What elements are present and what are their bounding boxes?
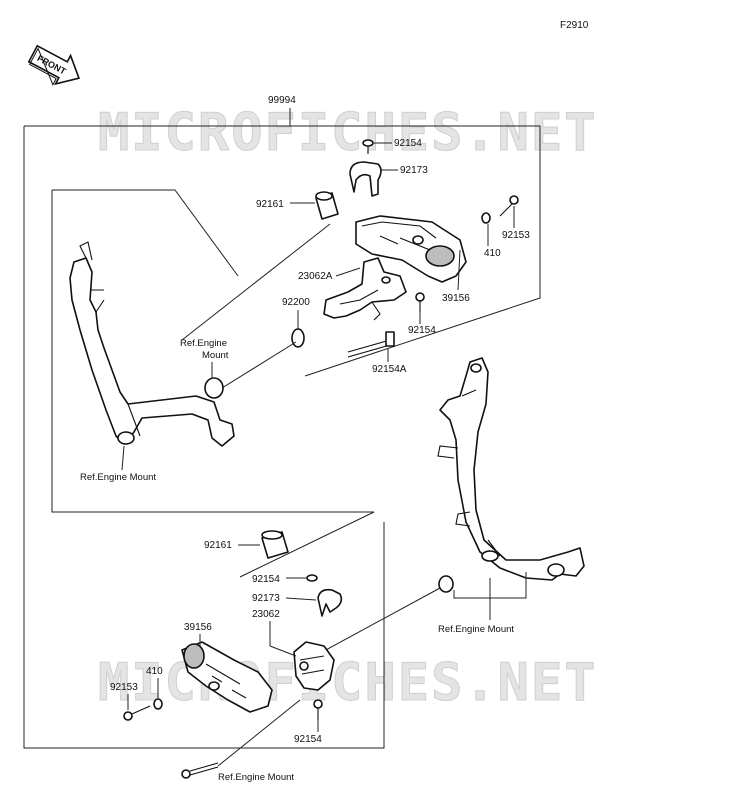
leader-lower-23062-b <box>269 645 297 657</box>
leader-lower-ref-right-b <box>490 572 527 599</box>
upper-bolt-92153 <box>499 195 519 217</box>
lower-ref-mount-bushing <box>438 575 454 593</box>
lower-screw-92154 <box>306 574 318 582</box>
label-lower-410: 410 <box>146 666 163 677</box>
axis-upper-spacer <box>181 223 331 341</box>
lower-spacer-92161 <box>261 530 289 559</box>
leader-lower-ref-right-a <box>453 578 491 599</box>
leader-upper-39156 <box>457 249 461 291</box>
lower-bolt-92154 <box>313 699 323 720</box>
lower-clamp-92173 <box>317 588 343 617</box>
lower-long-bolt <box>181 762 219 779</box>
upper-slider-39156 <box>355 215 467 283</box>
label-upper-92161: 92161 <box>256 199 284 210</box>
lower-right-frame-rail <box>437 357 585 581</box>
lower-slider-39156 <box>181 641 273 713</box>
upper-left-frame-rail <box>69 241 235 447</box>
label-upper-410: 410 <box>484 248 501 259</box>
label-lower-screw-92154: 92154 <box>252 574 280 585</box>
axis-lower-long-bolt <box>217 699 301 767</box>
upper-bracket-23062A <box>323 257 407 321</box>
label-lower-ref-right: Ref.Engine Mount <box>438 624 514 635</box>
upper-long-bolt-92154A <box>347 331 395 358</box>
upper-clamp-92173 <box>349 161 382 197</box>
axis-upper-ref-mount <box>221 341 297 389</box>
kit-frame-upper <box>24 125 541 377</box>
label-upper-39156: 39156 <box>442 293 470 304</box>
upper-frame-top <box>52 189 239 277</box>
kit-frame-outer <box>23 126 385 749</box>
front-arrow-icon: FRONT <box>27 44 81 86</box>
figure-code: F2910 <box>560 20 589 31</box>
label-lower-bolt-92154: 92154 <box>294 734 322 745</box>
lower-bolt-92153 <box>123 705 151 721</box>
label-kit-99994: 99994 <box>268 95 296 106</box>
label-upper-bolt-92154: 92154 <box>408 325 436 336</box>
label-lower-39156: 39156 <box>184 622 212 633</box>
upper-screw-92154 <box>362 139 374 154</box>
watermark-bottom: MICROFICHES.NET <box>98 653 598 713</box>
leader-upper-23062A <box>335 267 361 277</box>
label-upper-23062A: 23062A <box>298 271 333 282</box>
label-upper-92173: 92173 <box>400 165 428 176</box>
label-upper-ref-frame-mount: Ref.Engine Mount <box>80 472 156 483</box>
upper-washer-410 <box>481 212 491 224</box>
upper-washer-92200 <box>291 328 305 348</box>
upper-spacer-92161 <box>315 191 339 220</box>
label-upper-92153: 92153 <box>502 230 530 241</box>
upper-bolt-92154 <box>415 292 425 312</box>
label-upper-92154A: 92154A <box>372 364 407 375</box>
leader-lower-92173 <box>285 597 317 601</box>
label-lower-23062: 23062 <box>252 609 280 620</box>
label-upper-92200: 92200 <box>282 297 310 308</box>
watermark-top: MICROFICHES.NET <box>98 103 598 163</box>
label-lower-92153: 92153 <box>110 682 138 693</box>
lower-washer-410 <box>153 698 163 710</box>
lower-frame-link <box>239 511 375 578</box>
label-upper-ref-engine: Ref.Engine <box>180 338 227 349</box>
label-lower-ref-bottom: Ref.Engine Mount <box>218 772 294 783</box>
upper-frame-left <box>51 190 374 513</box>
label-upper-screw-92154: 92154 <box>394 138 422 149</box>
leader-upper-ref-frame <box>121 445 125 471</box>
label-lower-92173: 92173 <box>252 593 280 604</box>
label-upper-ref-mount: Mount <box>202 350 229 361</box>
label-lower-92161: 92161 <box>204 540 232 551</box>
lower-bracket-23062 <box>293 641 335 691</box>
